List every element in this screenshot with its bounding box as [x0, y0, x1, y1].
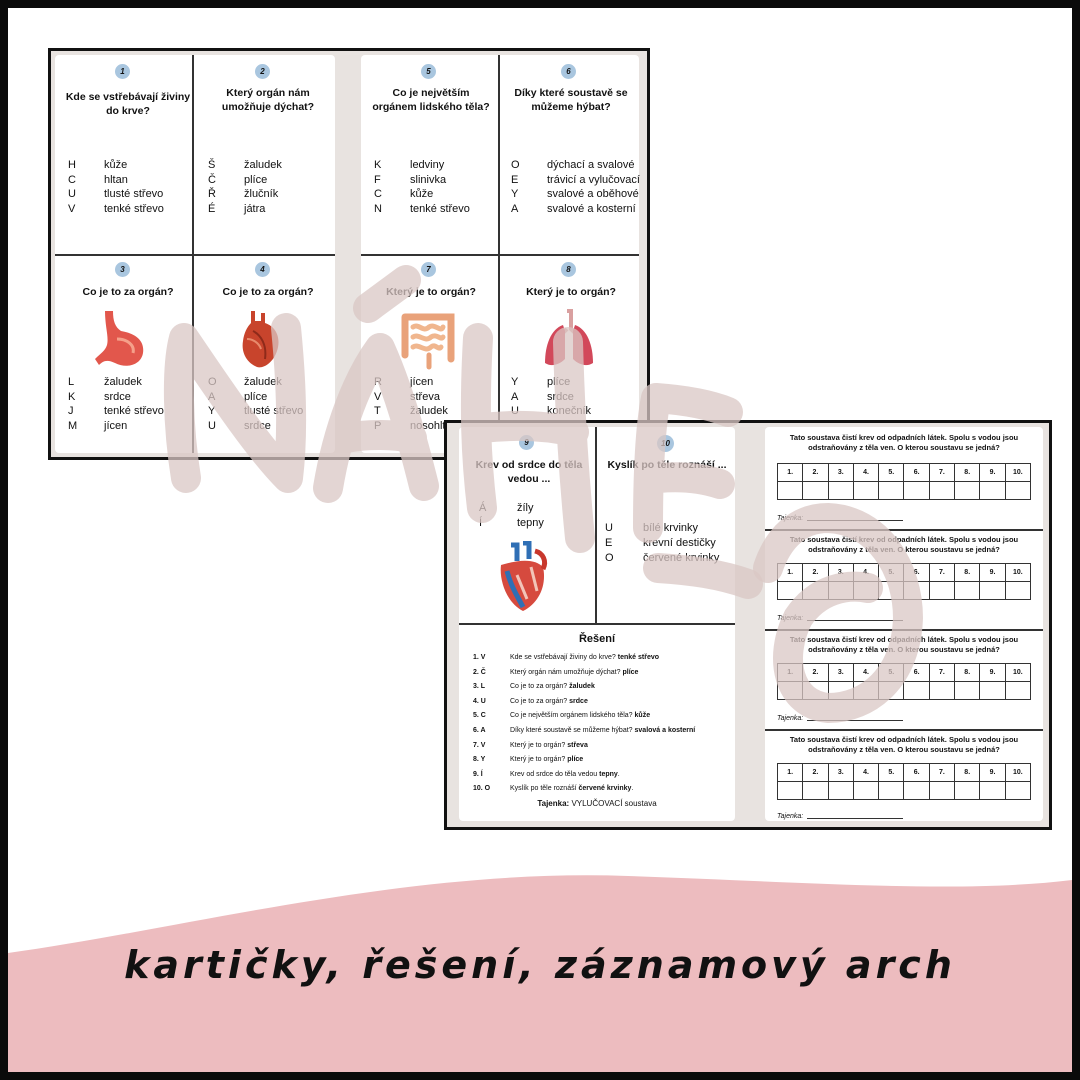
card-number-badge: 3: [115, 262, 130, 277]
card-number-badge: 9: [519, 435, 534, 450]
card-question: Co je to za orgán?: [222, 286, 314, 298]
solution-title: Řešení: [578, 633, 616, 645]
heart-icon: [242, 311, 279, 368]
stomach-icon: [95, 311, 144, 366]
secret-field[interactable]: Tajenka:: [777, 615, 904, 622]
secret-field[interactable]: Tajenka:: [777, 715, 904, 722]
solution-secret: Tajenka: VYLUČOVACÍ soustava: [537, 799, 657, 808]
card-question: Kde se vstřebávají živiny do krve?: [65, 91, 191, 117]
card-number-badge: 5: [421, 64, 436, 79]
caption-banner: [8, 858, 1072, 1072]
card-number-badge: 6: [561, 64, 576, 79]
answer-grid: 1.2.3.4.5.6.7.8.9.10.: [776, 463, 1031, 500]
card-number-badge: 4: [255, 262, 270, 277]
card-question: Co je to za orgán?: [82, 286, 174, 298]
card-number-badge: 10: [657, 435, 674, 452]
card-number-badge: 1: [115, 64, 130, 79]
card-question: Co je největším orgánem lidského těla?: [372, 87, 490, 113]
preview-frame: kartičky, řešení, záznamový arch 1 Kde s…: [8, 8, 1072, 1072]
card-question: Který je to orgán?: [526, 286, 616, 298]
card-number-badge: 8: [561, 262, 576, 277]
card-question: Který orgán nám umožňuje dýchat?: [221, 87, 315, 113]
answer-grid: 1.2.3.4.5.6.7.8.9.10.: [776, 663, 1031, 700]
card-number-badge: 7: [421, 262, 436, 277]
card-number-badge: 2: [255, 64, 270, 79]
card-question: Kyslík po těle roznáší ...: [607, 459, 727, 471]
secret-field[interactable]: Tajenka:: [777, 813, 904, 820]
card-question: Který je to orgán?: [386, 286, 476, 298]
card-question: Krev od srdce do těla vedou ...: [475, 459, 583, 485]
secret-field[interactable]: Tajenka:: [777, 515, 904, 522]
answer-grid: 1.2.3.4.5.6.7.8.9.10.: [776, 763, 1031, 800]
card-question: Díky které soustavě se můžeme hýbat?: [514, 87, 628, 113]
lungs-icon: [545, 309, 593, 366]
caption-text: kartičky, řešení, záznamový arch: [124, 943, 956, 987]
answer-grid: 1.2.3.4.5.6.7.8.9.10.: [776, 563, 1031, 600]
heart-diagram-icon: [500, 541, 548, 611]
intestines-icon: [401, 313, 455, 370]
